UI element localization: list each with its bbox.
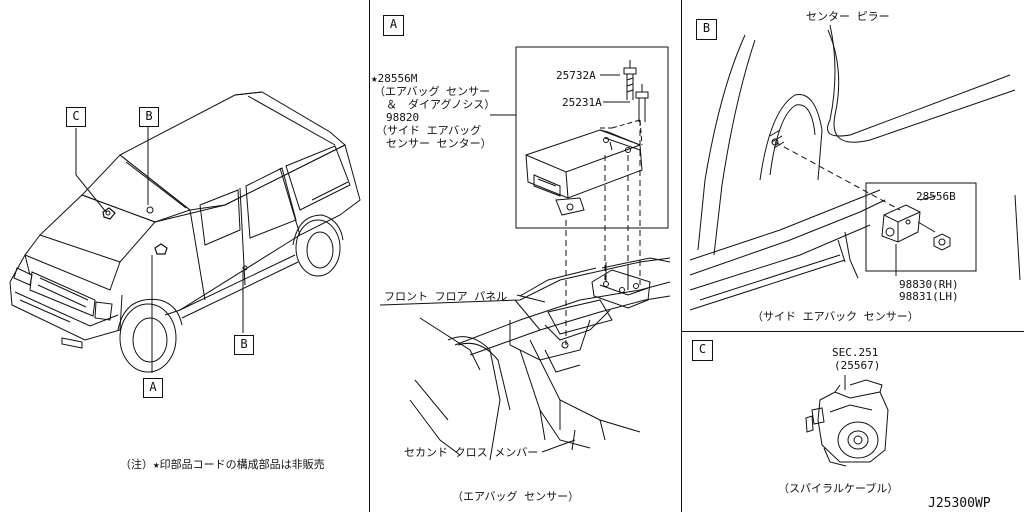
- callout-a: A: [143, 378, 163, 398]
- label-center-pillar: センター ピラー: [806, 10, 890, 23]
- part-98820-desc-2: センサー センター）: [386, 137, 492, 150]
- panel-b-drawing: [690, 25, 1020, 310]
- part-28556m-desc-1: （エアバッグ センサー: [374, 85, 491, 98]
- divider-bc: [681, 331, 1024, 332]
- part-98820-desc-1: （サイド エアバッグ: [376, 124, 482, 137]
- caption-airbag-sensor: （エアバッグ センサー）: [452, 490, 580, 503]
- label-sec-ref: (25567): [834, 359, 881, 372]
- panel-a-drawing: [380, 47, 670, 460]
- panel-label-b: B: [696, 19, 717, 40]
- part-98820: 98820: [386, 111, 420, 124]
- label-second-cross-member: セカンド クロス メンバー: [404, 446, 539, 459]
- panel-c-drawing: [806, 375, 888, 466]
- panel-label-a: A: [383, 15, 404, 36]
- part-98830-rh: 98830(RH): [899, 278, 959, 291]
- label-sec-251: SEC.251: [832, 346, 879, 359]
- vehicle-illustration: [10, 92, 360, 373]
- panel-label-c: C: [692, 340, 713, 361]
- footnote: （注）★印部品コードの構成部品は非販売: [120, 458, 325, 471]
- diagram-code: J25300WP: [928, 496, 991, 511]
- caption-spiral-cable: （スパイラルケーブル）: [778, 482, 899, 495]
- bolt-25732a: 25732A: [556, 69, 596, 82]
- part-28556m-desc-2: ＆ ダイアグノシス）: [386, 98, 496, 111]
- callout-c: C: [66, 107, 86, 127]
- divider-left: [369, 0, 370, 512]
- callout-b-side: B: [234, 335, 254, 355]
- bolt-25231a: 25231A: [562, 96, 602, 109]
- part-98831-lh: 98831(LH): [899, 290, 959, 303]
- part-28556m: ★28556M: [371, 72, 418, 85]
- part-28556b: 28556B: [916, 190, 956, 203]
- label-front-floor-panel: フロント フロア パネル: [384, 290, 508, 303]
- divider-right: [681, 0, 682, 512]
- callout-b-top: B: [139, 107, 159, 127]
- caption-side-airbag-sensor: （サイド エアバック センサー）: [752, 310, 919, 323]
